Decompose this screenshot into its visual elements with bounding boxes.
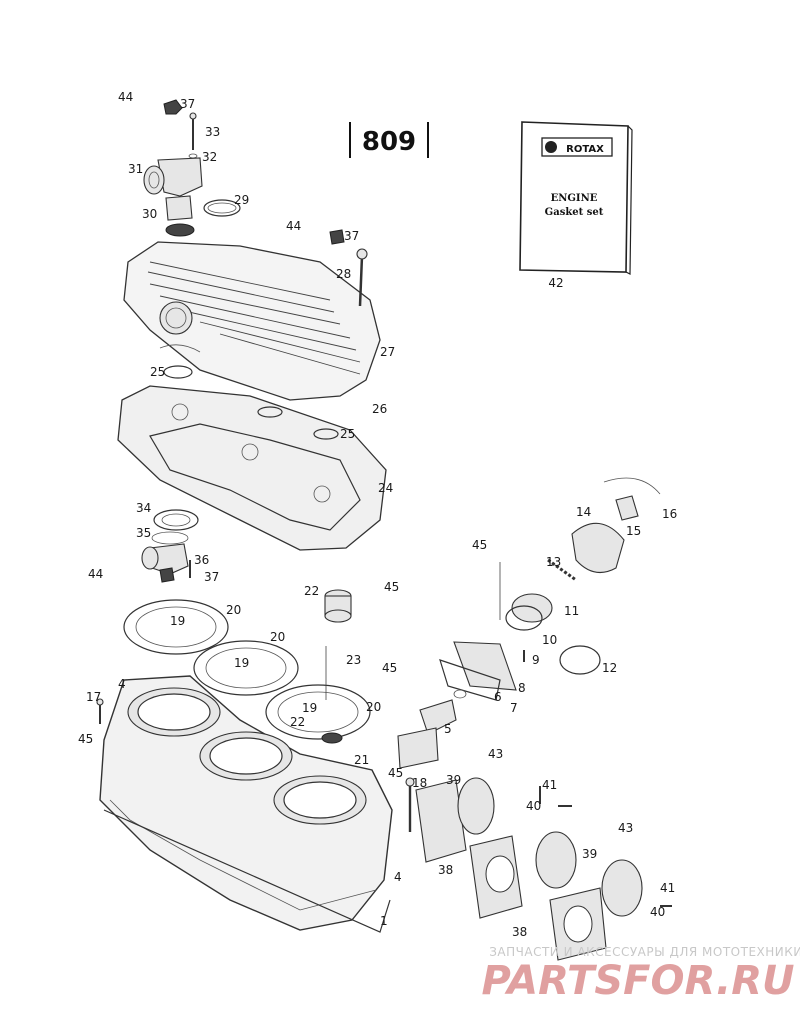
callout-37: 37 <box>180 97 195 111</box>
callout-20: 20 <box>270 630 285 644</box>
callout-13: 13 <box>546 555 561 569</box>
cylinder-head <box>117 385 387 551</box>
callout-41: 41 <box>542 778 557 792</box>
callout-40: 40 <box>650 905 665 919</box>
callout-25: 25 <box>340 427 355 441</box>
outlet-elbow-group <box>141 509 199 583</box>
callout-39: 39 <box>582 847 597 861</box>
cylinder-head-cover <box>123 241 381 401</box>
callout-26: 26 <box>372 402 387 416</box>
callout-17: 17 <box>86 690 101 704</box>
page-number-box: 809 <box>349 122 429 158</box>
callout-35: 35 <box>136 526 151 540</box>
callout-12: 12 <box>602 661 617 675</box>
callout-8: 8 <box>518 681 526 695</box>
manual-title-line1: ENGINE <box>551 193 598 204</box>
watermark-brand: PARTSFOR.RU <box>481 958 794 1004</box>
callout-43: 43 <box>618 821 633 835</box>
callout-11: 11 <box>564 604 579 618</box>
callout-31: 31 <box>128 162 143 176</box>
callout-7: 7 <box>510 701 518 715</box>
callout-45: 45 <box>382 661 397 675</box>
callout-43: 43 <box>488 747 503 761</box>
callout-39: 39 <box>446 773 461 787</box>
callout-4: 4 <box>118 677 126 691</box>
cylinder-block <box>96 675 415 933</box>
rotax-logo-icon <box>545 141 557 153</box>
callout-22: 22 <box>290 715 305 729</box>
callout-15: 15 <box>626 524 641 538</box>
callout-37: 37 <box>204 570 219 584</box>
intake-flanges <box>415 777 672 961</box>
callout-10: 10 <box>542 633 557 647</box>
callout-25: 25 <box>150 365 165 379</box>
callout-38: 38 <box>438 863 453 877</box>
callout-4: 4 <box>394 870 402 884</box>
watermark: ЗАПЧАСТИ И АКСЕССУАРЫ ДЛЯ МОТОТЕХНИКИ PA… <box>481 945 800 1004</box>
callout-37: 37 <box>344 229 359 243</box>
callout-16: 16 <box>662 507 677 521</box>
callout-27: 27 <box>380 345 395 359</box>
callout-1: 1 <box>380 914 388 928</box>
manual-brand: ROTAX <box>566 144 604 155</box>
manual-part-number: 42 <box>548 276 563 290</box>
callout-40: 40 <box>526 799 541 813</box>
callout-33: 33 <box>205 125 220 139</box>
callout-5: 5 <box>444 722 452 736</box>
callout-23: 23 <box>346 653 361 667</box>
callout-20: 20 <box>226 603 241 617</box>
callout-36: 36 <box>194 553 209 567</box>
callout-32: 32 <box>202 150 217 164</box>
callout-9: 9 <box>532 653 540 667</box>
callout-44: 44 <box>118 90 133 104</box>
manual-title-line2: Gasket set <box>545 207 604 218</box>
head-gaskets <box>123 589 371 744</box>
callout-19: 19 <box>302 701 317 715</box>
watermark-tagline: ЗАПЧАСТИ И АКСЕССУАРЫ ДЛЯ МОТОТЕХНИКИ <box>489 945 800 959</box>
callout-45: 45 <box>472 538 487 552</box>
callout-14: 14 <box>576 505 591 519</box>
callout-19: 19 <box>234 656 249 670</box>
callout-19: 19 <box>170 614 185 628</box>
callout-44: 44 <box>88 567 103 581</box>
gasket-set-manual: ROTAX ENGINE Gasket set 42 <box>519 121 633 290</box>
callout-45: 45 <box>78 732 93 746</box>
callout-24: 24 <box>378 481 393 495</box>
page-number: 809 <box>362 127 416 157</box>
callout-45: 45 <box>388 766 403 780</box>
callout-21: 21 <box>354 753 369 767</box>
callout-45: 45 <box>384 580 399 594</box>
callout-6: 6 <box>494 690 502 704</box>
callout-28: 28 <box>336 267 351 281</box>
thermostat-housing-group <box>143 99 345 245</box>
callout-41: 41 <box>660 881 675 895</box>
callout-20: 20 <box>366 700 381 714</box>
callout-29: 29 <box>234 193 249 207</box>
rotary-valve-group <box>397 477 661 769</box>
callout-18: 18 <box>412 776 427 790</box>
callout-30: 30 <box>142 207 157 221</box>
callout-22: 22 <box>304 584 319 598</box>
callout-38: 38 <box>512 925 527 939</box>
callout-34: 34 <box>136 501 151 515</box>
callout-44: 44 <box>286 219 301 233</box>
